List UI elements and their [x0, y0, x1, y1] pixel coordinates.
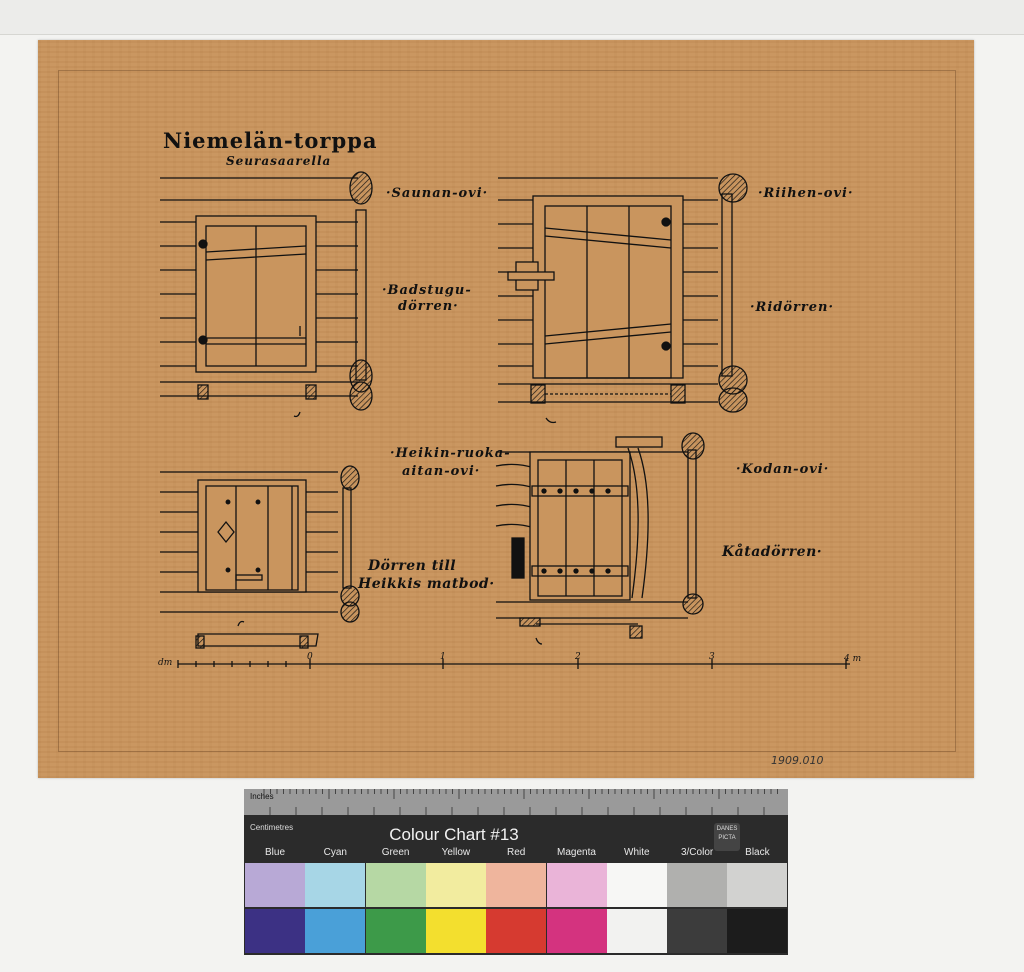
colour-name: Blue [264, 847, 285, 858]
scale-start-label: dm [158, 658, 173, 668]
swatch-light [305, 863, 366, 907]
swatch-dark [667, 909, 728, 953]
swatch-dark [727, 909, 788, 953]
swatch-light [667, 863, 728, 907]
colour-names: Blue Cyan Green Yellow Red Magenta White 3/Colo… [244, 847, 788, 861]
drawing-subtitle: Seurasaarella [226, 154, 332, 168]
colour-name: Red [507, 847, 526, 858]
colour-name: White [624, 847, 650, 858]
swatch-light [546, 863, 607, 907]
scale-bar [177, 659, 850, 669]
swatch-light [365, 863, 426, 907]
label-sauna-sv-2: dörren· [398, 299, 459, 314]
label-sauna-fi: ·Saunan-ovi· [386, 186, 489, 201]
sauna-door-drawing [160, 171, 373, 418]
drawing-sheet: Niemelän-torppa Seurasaarella ·Saunan-ov… [38, 40, 974, 778]
door-drawings [160, 171, 850, 669]
scale-mark-2: 2 [575, 652, 581, 662]
ruler: Inches Centimetres [244, 789, 788, 832]
label-heikki-fi-2: aitan-ovi· [402, 464, 481, 479]
colour-chart: Inches Centimetres Colour Chart #13 DANE… [244, 789, 788, 955]
swatch-dark [546, 909, 607, 953]
label-kota-fi: ·Kodan-ovi· [736, 462, 830, 477]
ruler-cm-label: Centimetres [250, 823, 294, 832]
label-heikki-sv: Dörren till [368, 558, 457, 574]
sheet-border [58, 70, 956, 752]
top-strip [0, 0, 1024, 35]
swatch-dark [305, 909, 366, 953]
swatch-dark [245, 909, 305, 953]
heikki-door-drawing [160, 465, 360, 649]
label-sauna-sv: ·Badstugu- [382, 283, 472, 298]
scale-zero-label: 0 [307, 652, 313, 662]
kota-door-drawing [495, 432, 705, 645]
ruler-ticks [263, 789, 778, 815]
colour-name: 3/Color [680, 847, 714, 858]
swatch-dark [365, 909, 426, 953]
swatch-light [606, 863, 667, 907]
colour-name: Black [745, 847, 770, 858]
scale-mark-1: 1 [440, 652, 446, 662]
swatch-light [245, 863, 305, 907]
brand-logo: DANES PICTA [714, 823, 740, 851]
catalog-number: 1909.010 [771, 754, 824, 767]
colour-name: Yellow [441, 847, 471, 858]
colour-name: Cyan [323, 847, 347, 858]
scale-end-label: 4 m [844, 654, 862, 664]
label-kota-sv: Kåtadörren· [722, 544, 823, 560]
swatch-light [425, 863, 486, 907]
label-heikki-sv-2: Heikkis matbod· [358, 576, 495, 592]
colour-name: Green [381, 847, 410, 858]
riihi-door-drawing [498, 173, 748, 424]
scale-mark-3: 3 [709, 652, 715, 662]
swatch-dark [425, 909, 486, 953]
swatch-light [727, 863, 788, 907]
swatch-dark [606, 909, 667, 953]
colour-chart-title: Colour Chart #13 [389, 825, 519, 844]
ruler-inches-label: Inches [250, 792, 274, 801]
swatch-dark [486, 909, 547, 953]
drawing-title: Niemelän-torppa [163, 128, 378, 153]
label-heikki-fi: ·Heikin-ruoka- [390, 446, 511, 461]
colour-name: Magenta [557, 847, 596, 858]
label-riihi-sv: ·Ridörren· [750, 300, 834, 315]
label-riihi-fi: ·Riihen-ovi· [758, 186, 854, 201]
swatch-light [486, 863, 547, 907]
